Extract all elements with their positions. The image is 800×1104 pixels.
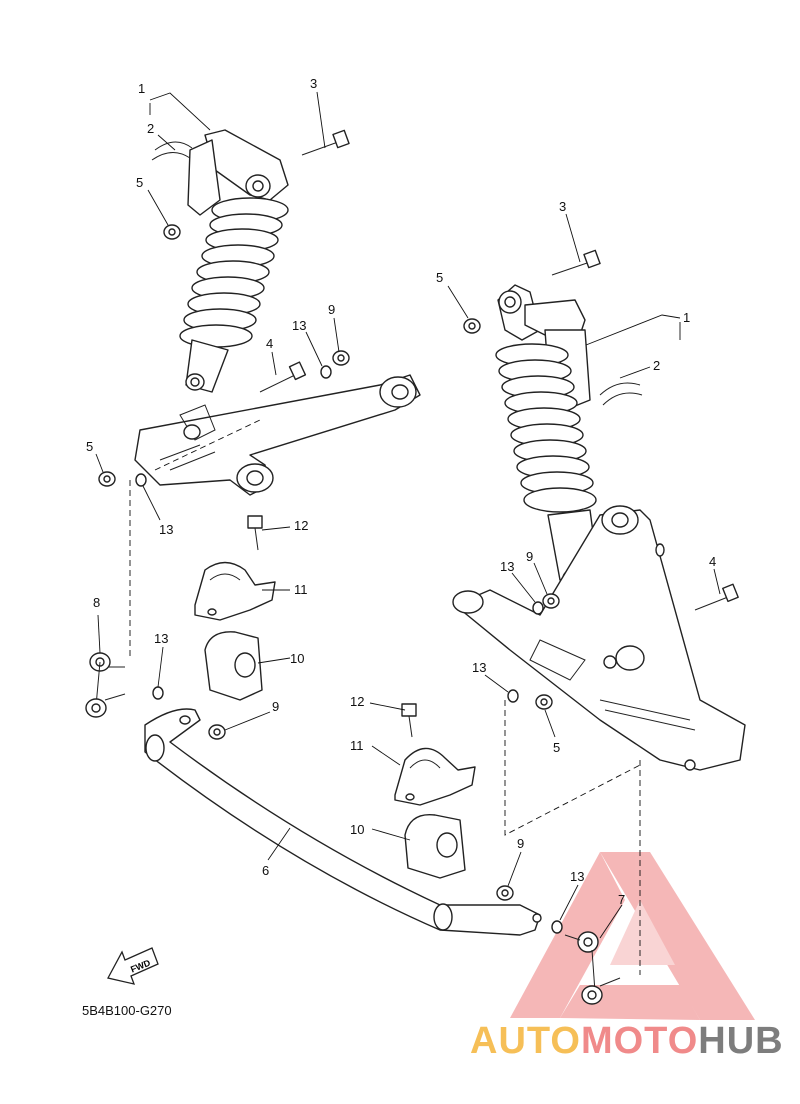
stabilizer-bar-6 bbox=[144, 708, 542, 936]
callout-10-upper: 10 bbox=[290, 651, 304, 666]
nut-5-left-lower bbox=[98, 471, 116, 487]
nut-5-right-lower bbox=[535, 694, 553, 710]
callout-8: 8 bbox=[93, 595, 100, 610]
nut-9-bar-left bbox=[208, 724, 226, 740]
watermark-triangle bbox=[510, 852, 755, 1020]
callout-11-lower: 11 bbox=[350, 738, 364, 753]
callout-5-left-top: 5 bbox=[136, 175, 143, 190]
brand-logo: AUTOMOTOHUB bbox=[470, 1018, 795, 1064]
callout-9-left-top: 9 bbox=[328, 302, 335, 317]
callout-3-left: 3 bbox=[310, 76, 317, 91]
callout-13-bar-right: 13 bbox=[570, 869, 584, 884]
callout-labels: 1 2 3 5 13 9 4 5 13 12 11 8 13 10 9 3 5 … bbox=[86, 76, 716, 907]
bolt-12-lower bbox=[401, 703, 417, 738]
callout-13-left-top: 13 bbox=[292, 318, 306, 333]
callout-12-upper: 12 bbox=[294, 518, 308, 533]
callout-1-left: 1 bbox=[138, 81, 145, 96]
bolt-4-right bbox=[694, 583, 739, 611]
callout-5-right-top: 5 bbox=[436, 270, 443, 285]
callout-1-right: 1 bbox=[683, 310, 690, 325]
washer-13-left-lower bbox=[135, 473, 147, 487]
callout-13-right-upper: 13 bbox=[500, 559, 514, 574]
callout-4-right: 4 bbox=[709, 554, 716, 569]
callout-2-right: 2 bbox=[653, 358, 660, 373]
bushing-10-lower bbox=[404, 813, 466, 879]
washer-13-right-upper bbox=[532, 601, 544, 615]
callout-13-link-left: 13 bbox=[154, 631, 168, 646]
right-swing-arm bbox=[452, 505, 746, 771]
left-swing-arm bbox=[134, 374, 421, 496]
bushing-10-upper bbox=[204, 631, 263, 701]
nut-5-right-top bbox=[463, 318, 481, 334]
callout-9-right-upper: 9 bbox=[526, 549, 533, 564]
callout-5-right-lower: 5 bbox=[553, 740, 560, 755]
callout-4-left: 4 bbox=[266, 336, 273, 351]
washer-13-bar-right bbox=[551, 920, 563, 934]
brand-logo-part2: MOTO bbox=[580, 1020, 699, 1062]
callout-6: 6 bbox=[262, 863, 269, 878]
callout-9-bar-left: 9 bbox=[272, 699, 279, 714]
bolt-4-left bbox=[259, 361, 307, 393]
callout-2-left: 2 bbox=[147, 121, 154, 136]
callout-13-right-lower: 13 bbox=[472, 660, 486, 675]
leader-lines bbox=[95, 91, 721, 939]
nut-9-bar-right bbox=[496, 885, 514, 901]
callout-7: 7 bbox=[618, 892, 625, 907]
fwd-arrow-icon: FWD bbox=[107, 947, 159, 985]
assembly-lines bbox=[129, 419, 641, 975]
nut-9-right-upper bbox=[542, 593, 560, 609]
brand-logo-part3: HUB bbox=[698, 1020, 784, 1062]
bracket-11-upper bbox=[194, 561, 276, 621]
nut-9-left-upper bbox=[332, 350, 350, 366]
callout-3-right: 3 bbox=[559, 199, 566, 214]
callout-10-lower: 10 bbox=[350, 822, 364, 837]
left-shock-absorber bbox=[151, 129, 289, 393]
callout-5-left-lower: 5 bbox=[86, 439, 93, 454]
nut-5-left-top bbox=[163, 224, 181, 240]
bolt-3-left bbox=[301, 129, 350, 156]
link-rod-8 bbox=[85, 652, 126, 718]
bolt-3-right bbox=[551, 249, 601, 276]
callout-9-bar-right: 9 bbox=[517, 836, 524, 851]
washer-13-right-lower bbox=[507, 689, 519, 703]
callout-11-upper: 11 bbox=[294, 582, 308, 597]
callout-12-lower: 12 bbox=[350, 694, 364, 709]
brand-logo-part1: AUTO bbox=[470, 1020, 581, 1062]
washer-13-left-upper bbox=[320, 365, 332, 379]
callout-13-left-lower: 13 bbox=[159, 522, 173, 537]
diagram-code: 5B4B100-G270 bbox=[82, 1003, 172, 1018]
link-rod-7 bbox=[564, 931, 621, 1005]
bracket-11-lower bbox=[394, 747, 476, 806]
washer-13-link-left bbox=[152, 686, 164, 700]
bolt-12-upper bbox=[247, 515, 263, 551]
